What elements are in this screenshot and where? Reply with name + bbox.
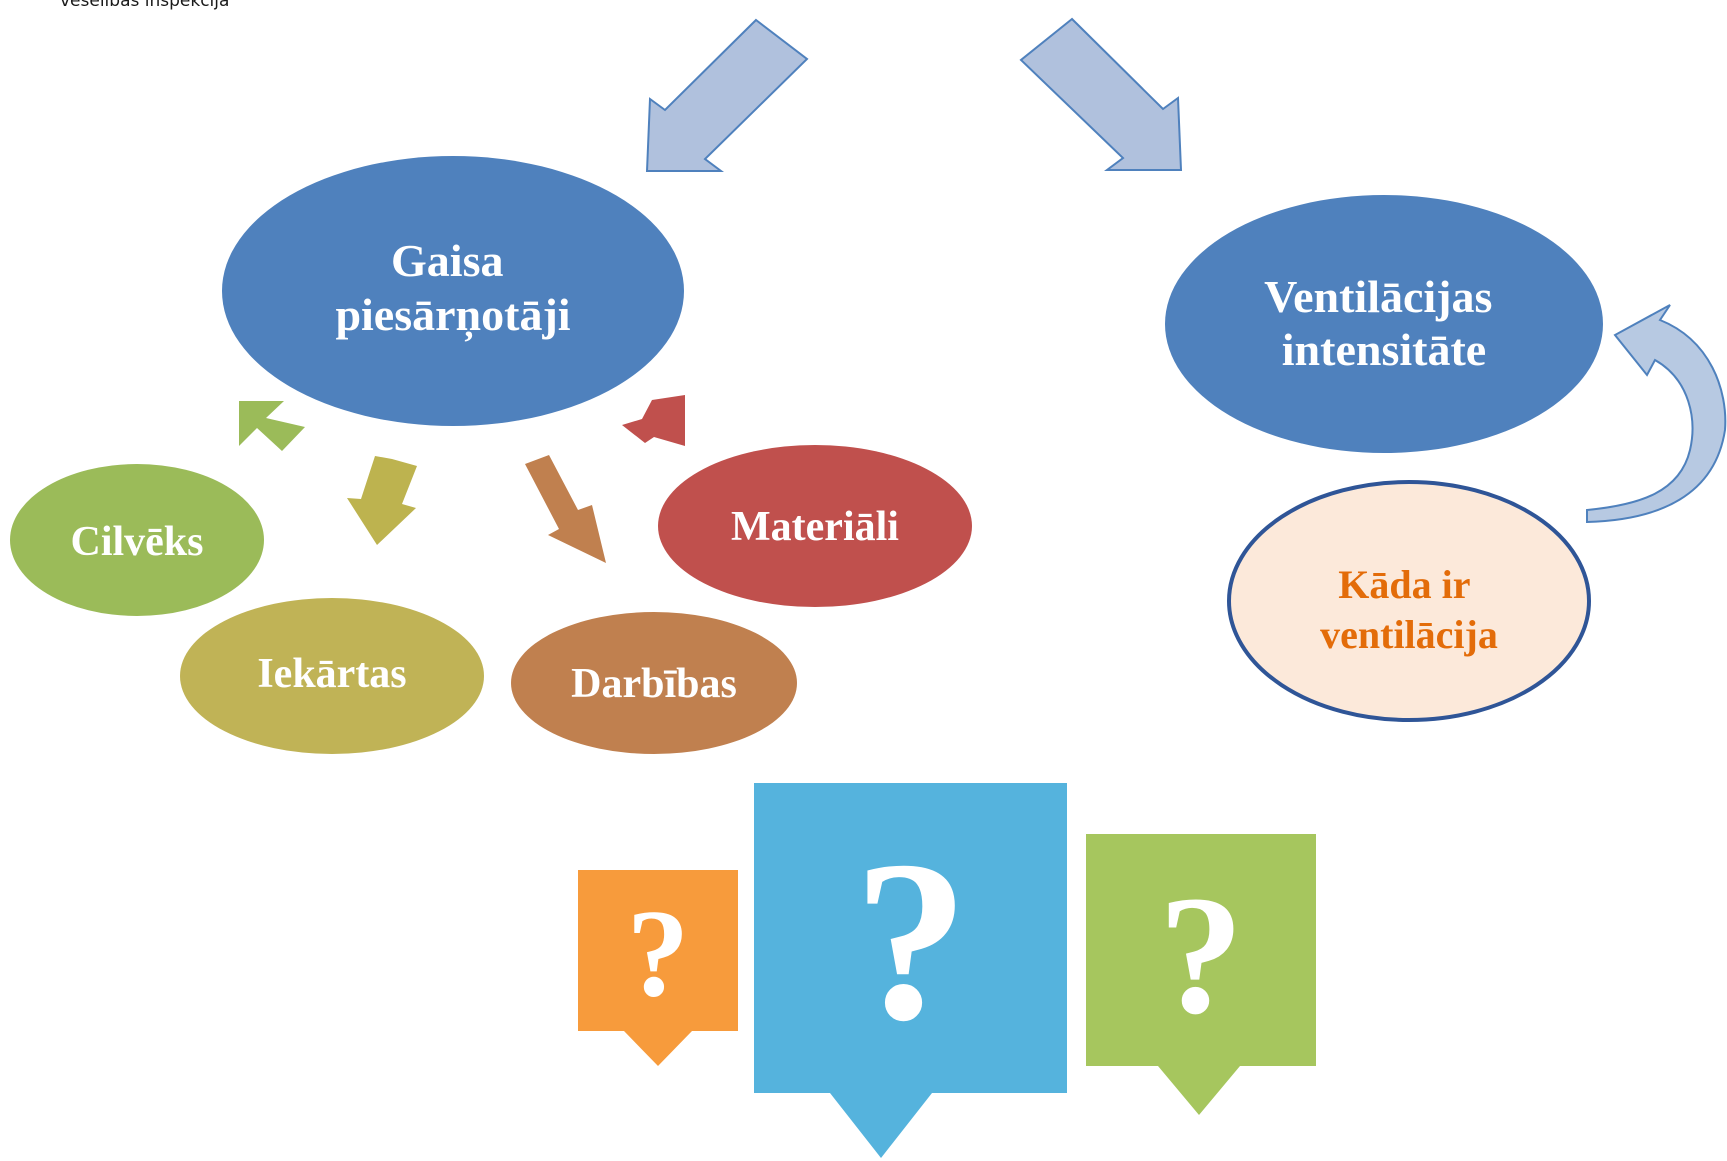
- kada-line-2: ventilācija: [1320, 612, 1498, 657]
- blue-question-bubble: ?: [754, 783, 1067, 1158]
- ventilacija-line-2: intensitāte: [1282, 324, 1486, 375]
- node-kada-ir-ventilacija: Kāda ir ventilācija: [1227, 480, 1591, 722]
- node-iekartas: Iekārtas: [180, 598, 484, 754]
- main-line-1: Gaisa: [391, 235, 503, 286]
- node-ventilacijas-intensitate: Ventilācijas intensitāte: [1165, 195, 1603, 453]
- arrow-to-darbibas: [525, 455, 606, 563]
- block-arrow-left: [645, 18, 809, 172]
- node-cilveks: Cilvēks: [10, 464, 264, 616]
- arrow-to-materiali: [622, 395, 685, 446]
- block-arrow-right: [1019, 17, 1183, 171]
- arrow-to-iekartas: [347, 456, 417, 545]
- ventilacija-line-1: Ventilācijas: [1264, 271, 1492, 322]
- blue-question-glyph: ?: [854, 813, 969, 1068]
- svg-text:Kāda ir ventilācija: Kāda ir ventilācija: [1320, 562, 1498, 657]
- main-line-2: piesārņotāji: [335, 289, 570, 342]
- cilveks-label: Cilvēks: [70, 519, 203, 565]
- orange-question-bubble: ?: [578, 870, 738, 1066]
- orange-question-glyph: ?: [627, 885, 690, 1023]
- node-materiali: Materiāli: [658, 445, 972, 607]
- svg-text:Gaisa piesārņotāji: Gaisa piesārņotāji: [335, 235, 570, 342]
- materiali-label: Materiāli: [731, 504, 899, 550]
- node-darbibas: Darbības: [511, 612, 797, 754]
- node-gaisa-piesarnotaji: Gaisa piesārņotāji: [222, 156, 684, 426]
- green-question-glyph: ?: [1159, 861, 1244, 1049]
- curved-arrow: [1586, 304, 1727, 524]
- iekartas-label: Iekārtas: [257, 651, 406, 697]
- header-text: veselības inspekcija: [60, 0, 230, 11]
- arrow-to-cilveks: [239, 401, 305, 451]
- green-question-bubble: ?: [1086, 834, 1316, 1115]
- svg-text:Ventilācijas intensitāte: Ventilācijas intensitāte: [1264, 271, 1504, 375]
- kada-line-1: Kāda ir: [1338, 562, 1470, 607]
- darbibas-label: Darbības: [571, 661, 737, 707]
